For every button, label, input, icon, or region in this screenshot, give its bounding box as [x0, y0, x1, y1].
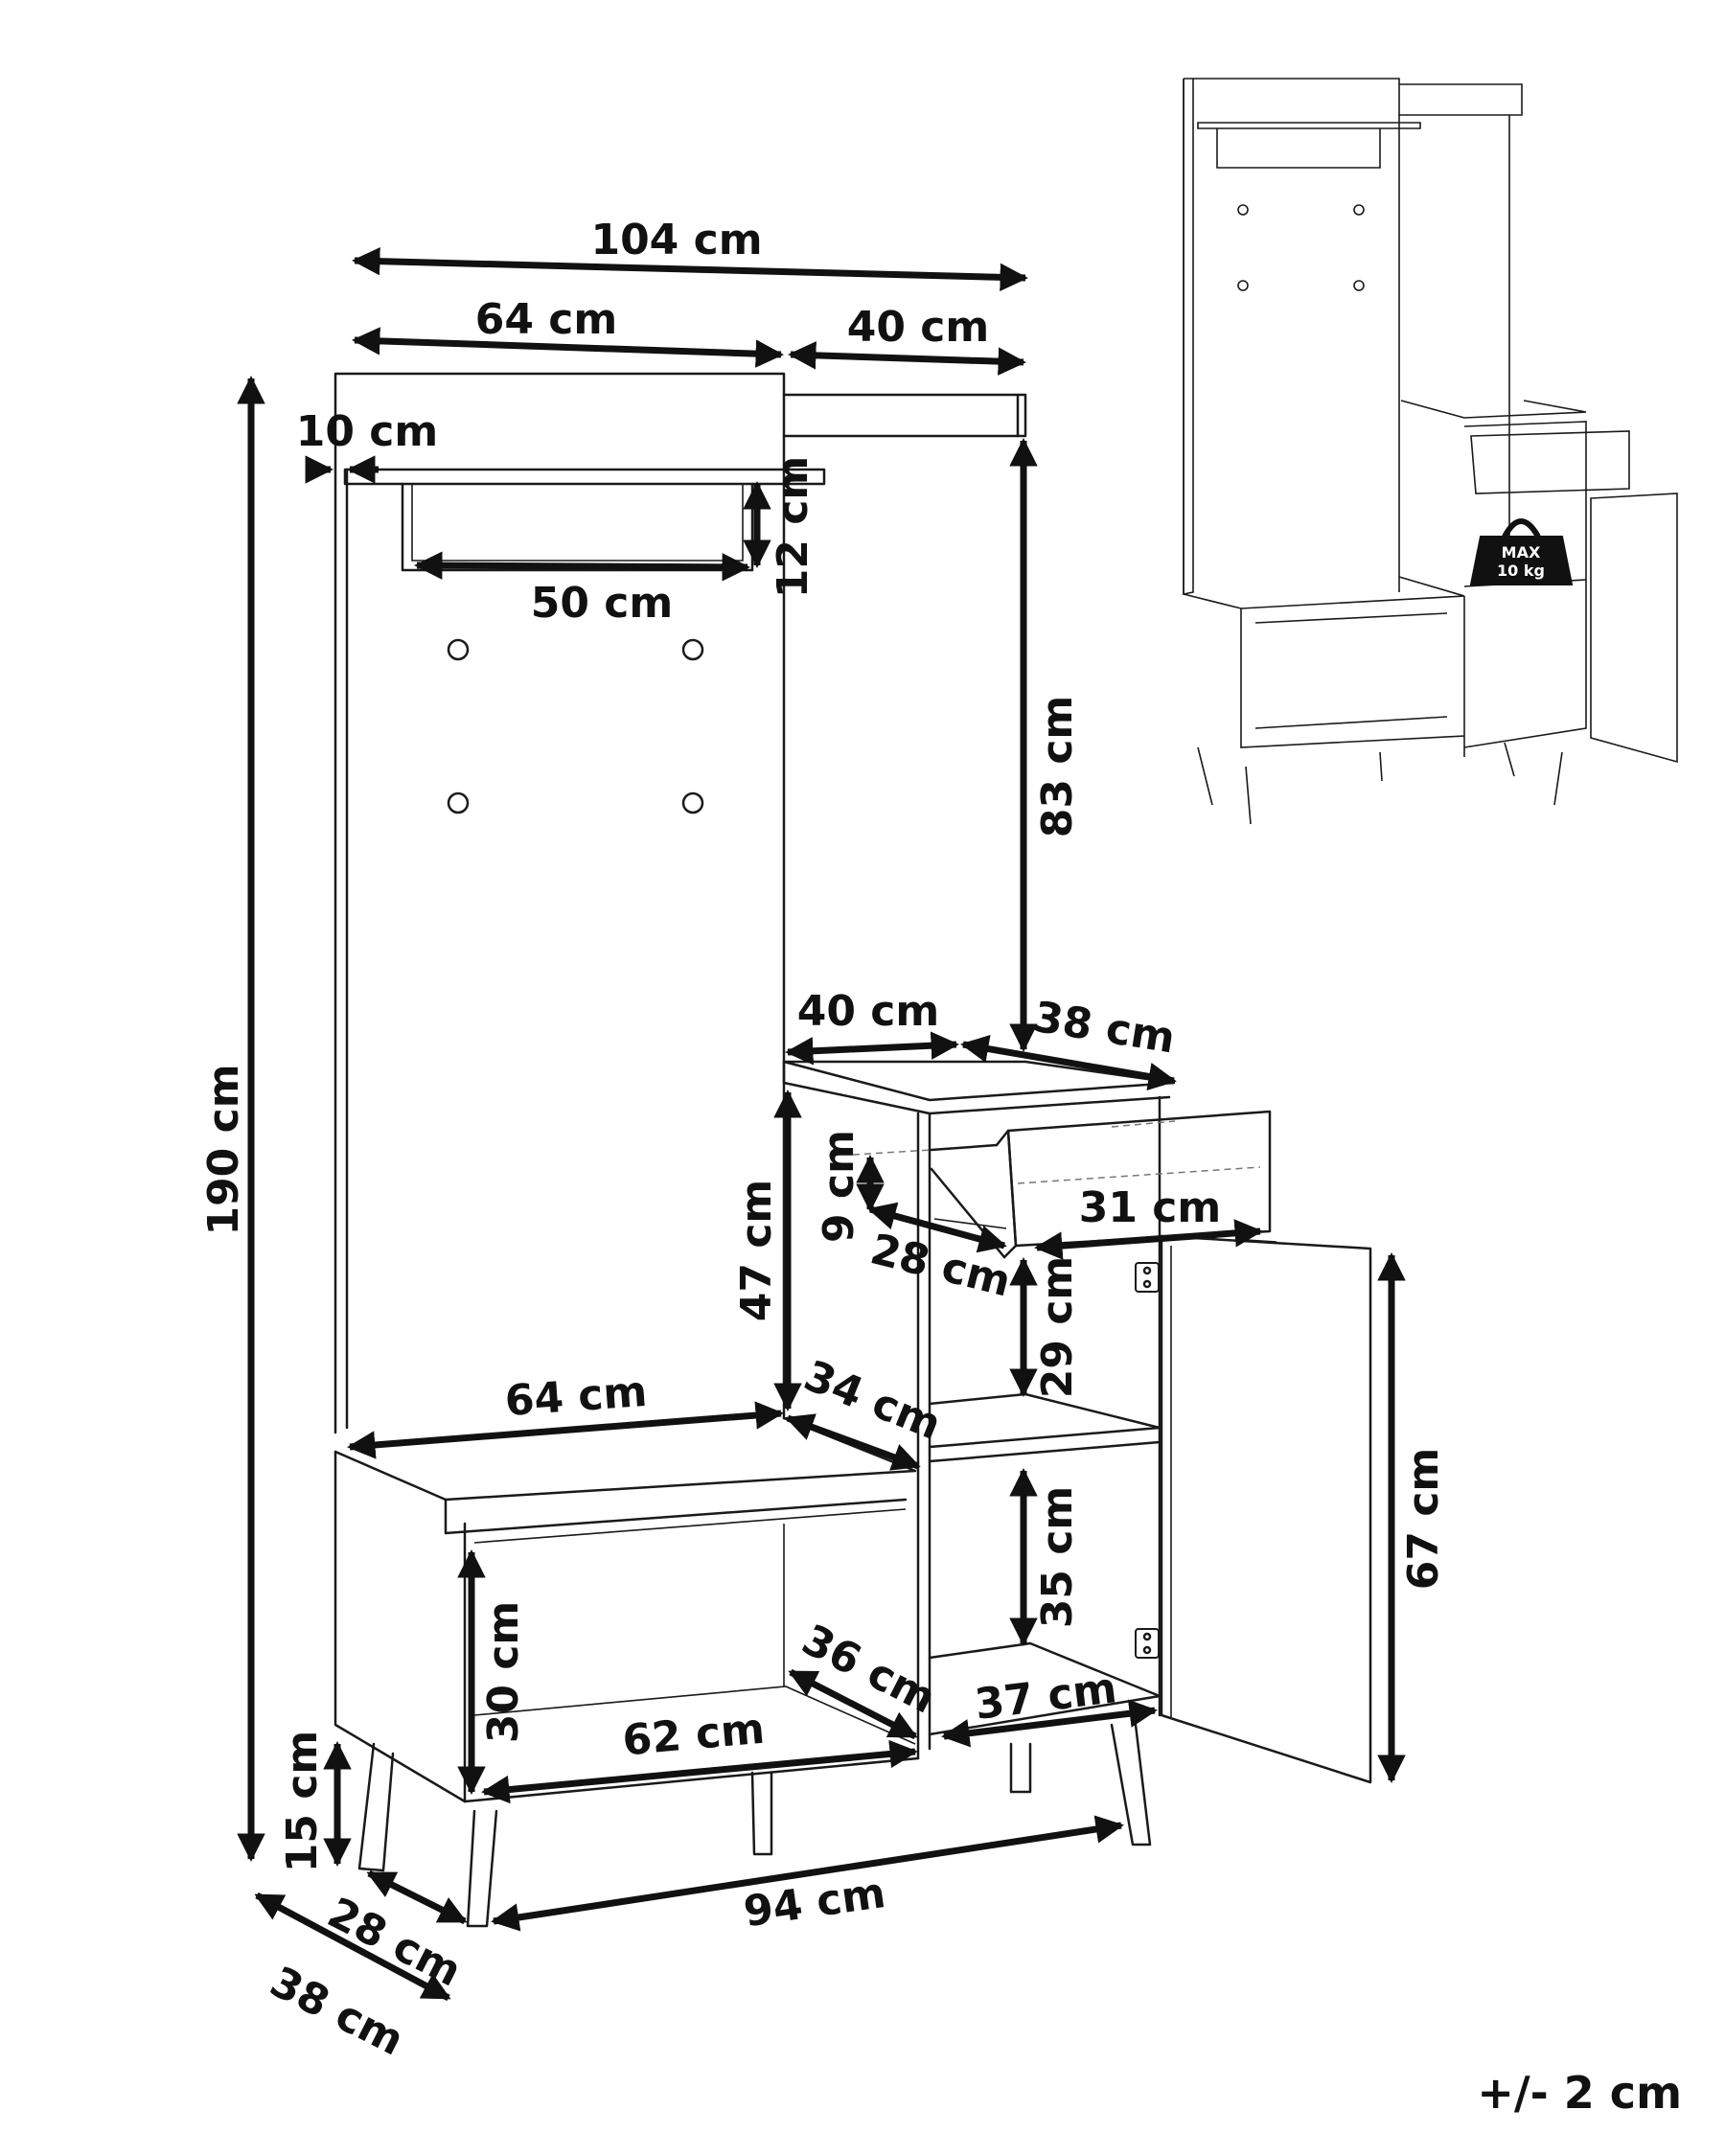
dimension-labels: 104 cm 64 cm 40 cm 10 cm 50 cm 12 cm 190… — [199, 216, 1448, 2066]
label-total-depth: 38 cm — [263, 1958, 411, 2066]
label-upper-cabinet-height: 47 cm — [732, 1180, 781, 1321]
hook-knobs — [447, 638, 704, 814]
label-cabinet-top-width: 40 cm — [797, 987, 939, 1036]
label-inner-depth: 28 cm — [320, 1889, 469, 1997]
label-bench-shelf-depth: 36 cm — [794, 1616, 943, 1724]
label-rail-height: 12 cm — [769, 456, 817, 598]
label-bench-seat-width: 64 cm — [503, 1367, 649, 1426]
dimension-arrows — [237, 246, 1406, 2002]
label-panel-above-cabinet: 83 cm — [1033, 696, 1082, 837]
label-cabinet-top-depth: 38 cm — [1030, 993, 1179, 1064]
label-cabinet-section-width: 40 cm — [847, 303, 989, 352]
label-leg-height: 15 cm — [278, 1731, 327, 1872]
label-drawer-height: 9 cm — [815, 1130, 863, 1243]
label-bench-seat-depth: 34 cm — [797, 1351, 948, 1450]
hinge-icons — [1135, 1262, 1160, 1659]
label-drawer-width: 31 cm — [1079, 1183, 1221, 1232]
main-furniture-drawing — [334, 372, 1372, 1928]
label-lower-compartment-height: 35 cm — [1033, 1486, 1082, 1628]
label-total-height: 190 cm — [199, 1064, 248, 1235]
tolerance-note: +/- 2 cm — [1477, 2067, 1682, 2119]
weight-badge-value: 10 kg — [1497, 562, 1545, 580]
label-drawer-depth: 28 cm — [865, 1225, 1015, 1306]
label-open-shelf-height: 29 cm — [1033, 1256, 1082, 1398]
label-bench-shelf-width: 62 cm — [621, 1705, 767, 1766]
label-rail-width: 50 cm — [531, 579, 673, 628]
weight-badge-max: MAX — [1502, 543, 1541, 562]
label-rail-offset: 10 cm — [296, 407, 438, 456]
label-door-height: 67 cm — [1399, 1448, 1448, 1590]
label-total-width: 104 cm — [590, 216, 762, 264]
thumbnail-view: MAX 10 kg — [1183, 78, 1678, 825]
max-weight-badge: MAX 10 kg — [1469, 518, 1574, 585]
label-bench-section-width: 64 cm — [475, 295, 617, 344]
label-bench-shelf-height: 30 cm — [479, 1601, 528, 1743]
